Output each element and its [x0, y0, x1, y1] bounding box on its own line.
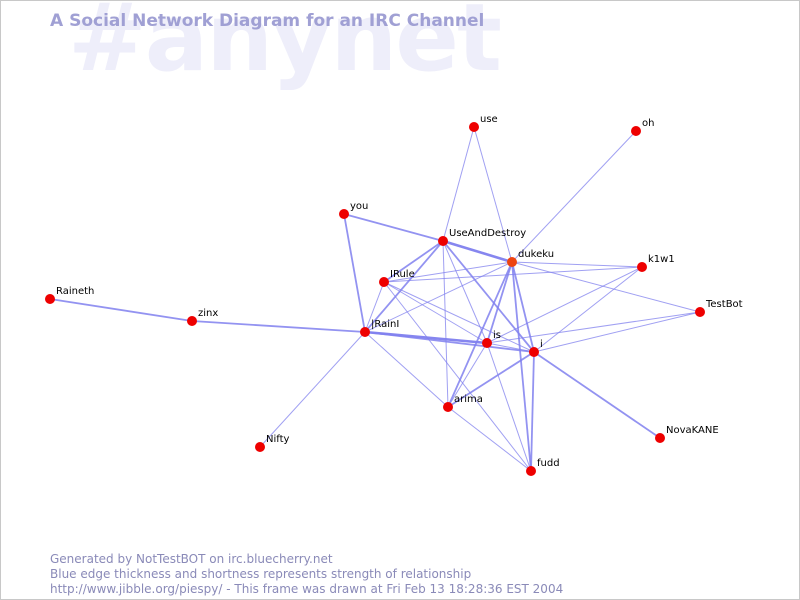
footer-info: Generated by NotTestBOT on irc.bluecherr… [50, 552, 563, 597]
node-dot-UseAndDestroy[interactable] [438, 236, 448, 246]
footer-source-link[interactable]: http://www.jibble.org/piespy/ - This fra… [50, 582, 564, 596]
edge-is-arima [447, 342, 488, 408]
node-k1w1[interactable]: k1w1 [637, 254, 675, 272]
node-fudd[interactable]: fudd [526, 458, 560, 476]
edge-IRainI-IRule [364, 281, 385, 333]
edge-use-dukeku [473, 126, 513, 263]
node-oh[interactable]: oh [631, 118, 654, 136]
node-is[interactable]: is [482, 330, 501, 348]
node-use[interactable]: use [469, 114, 498, 132]
edge-zinx-IRainI [191, 320, 366, 333]
edge-IRule-fudd [383, 281, 532, 472]
node-label-k1w1: k1w1 [648, 254, 675, 265]
edge-you-UseAndDestroy [343, 213, 444, 242]
node-label-dukeku: dukeku [518, 249, 554, 260]
edge-IRainI-Nifty [259, 331, 366, 448]
edge-IRule-i [383, 281, 535, 353]
node-dot-IRainI[interactable] [360, 327, 370, 337]
node-zinx[interactable]: zinx [187, 308, 218, 326]
node-dot-is[interactable] [482, 338, 492, 348]
edge-dukeku-arima [447, 261, 513, 408]
node-UseAndDestroy[interactable]: UseAndDestroy [438, 228, 526, 246]
node-IRule[interactable]: IRule [379, 269, 415, 287]
node-dot-TestBot[interactable] [695, 307, 705, 317]
edge-k1w1-i [533, 266, 643, 353]
edge-dukeku-k1w1 [511, 261, 643, 268]
edge-dukeku-IRule [383, 261, 513, 283]
edge-UseAndDestroy-IRule [383, 240, 444, 283]
edge-TestBot-is [486, 311, 701, 344]
edge-UseAndDestroy-is [442, 240, 488, 344]
node-label-use: use [480, 114, 498, 125]
node-label-IRule: IRule [390, 269, 415, 280]
edge-i-NovaKANE [533, 351, 661, 439]
node-arima[interactable]: arima [443, 394, 483, 412]
footer-generated-by: Generated by NotTestBOT on irc.bluecherr… [50, 552, 333, 566]
edge-dukeku-fudd [511, 261, 532, 472]
node-label-you: you [350, 201, 368, 212]
edge-is-i [486, 342, 535, 353]
node-dot-NovaKANE[interactable] [655, 433, 665, 443]
node-label-zinx: zinx [198, 308, 218, 319]
node-label-fudd: fudd [537, 458, 560, 469]
footer-legend-note: Blue edge thickness and shortness repres… [50, 567, 472, 581]
edge-IRule-is [383, 281, 488, 344]
node-dot-zinx[interactable] [187, 316, 197, 326]
node-TestBot[interactable]: TestBot [695, 299, 743, 317]
node-label-UseAndDestroy: UseAndDestroy [449, 228, 526, 239]
node-dot-IRule[interactable] [379, 277, 389, 287]
node-label-arima: arima [454, 394, 483, 405]
edge-IRainI-i [364, 331, 535, 353]
node-dot-dukeku[interactable] [507, 257, 517, 267]
node-IRainI[interactable]: |RainI [360, 319, 399, 337]
edge-layer [49, 126, 701, 472]
node-dot-oh[interactable] [631, 126, 641, 136]
edge-TestBot-i [533, 311, 701, 353]
edge-UseAndDestroy-dukeku [442, 239, 513, 264]
edge-dukeku-TestBot [511, 261, 701, 313]
diagram-title: A Social Network Diagram for an IRC Chan… [50, 11, 485, 31]
channel-watermark: #anynet [68, 0, 502, 93]
edge-IRainI-arima [364, 331, 449, 408]
node-dot-you[interactable] [339, 209, 349, 219]
node-label-NovaKANE: NovaKANE [666, 425, 719, 436]
edge-is-fudd [486, 342, 532, 472]
node-i[interactable]: i [529, 339, 543, 357]
node-dot-Nifty[interactable] [255, 442, 265, 452]
edge-UseAndDestroy-arima [442, 240, 449, 408]
node-label-Raineth: Raineth [56, 286, 94, 297]
node-label-Nifty: Nifty [266, 434, 290, 445]
edge-Raineth-zinx [49, 298, 193, 322]
edge-dukeku-is [486, 261, 513, 344]
node-dot-fudd[interactable] [526, 466, 536, 476]
node-dot-use[interactable] [469, 122, 479, 132]
node-NovaKANE[interactable]: NovaKANE [655, 425, 719, 443]
node-label-i: i [540, 339, 543, 350]
node-dukeku[interactable]: dukeku [507, 249, 554, 267]
node-dot-Raineth[interactable] [45, 294, 55, 304]
edge-k1w1-IRule [383, 266, 643, 283]
edge-IRainI-dukeku [364, 261, 513, 333]
node-you[interactable]: you [339, 201, 368, 219]
node-label-is: is [493, 330, 501, 341]
edge-arima-fudd [447, 406, 532, 472]
node-Raineth[interactable]: Raineth [45, 286, 94, 304]
edge-i-fudd [530, 351, 535, 472]
node-Nifty[interactable]: Nifty [255, 434, 290, 452]
edge-i-arima [447, 351, 535, 408]
node-label-TestBot: TestBot [705, 299, 743, 310]
node-label-oh: oh [642, 118, 654, 129]
node-dot-arima[interactable] [443, 402, 453, 412]
edge-oh-dukeku [511, 130, 637, 263]
edge-IRainI-UseAndDestroy [364, 240, 444, 333]
node-dot-k1w1[interactable] [637, 262, 647, 272]
edge-IRainI-you [343, 213, 366, 333]
edge-k1w1-is [486, 266, 643, 344]
node-label-IRainI: |RainI [371, 319, 399, 330]
node-dot-i[interactable] [529, 347, 539, 357]
edge-UseAndDestroy-use [442, 126, 475, 242]
